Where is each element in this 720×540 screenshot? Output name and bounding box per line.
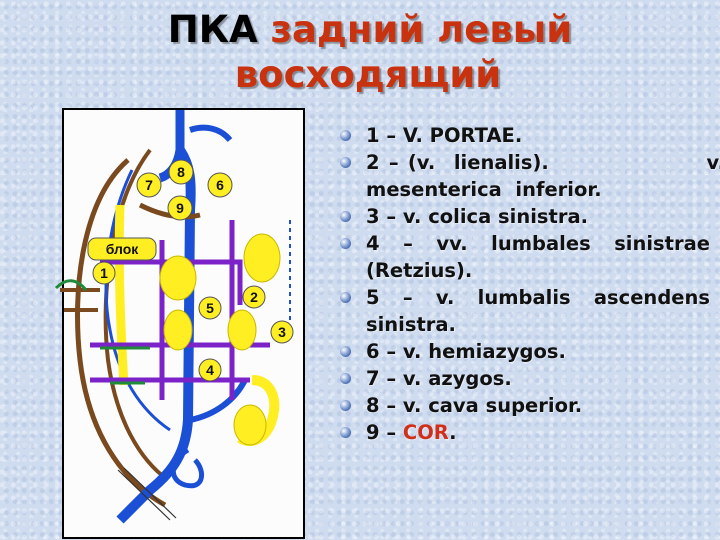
legend-item-9-accent: COR xyxy=(402,421,450,444)
marker-5: 5 xyxy=(198,296,222,320)
left-yellow-vessel xyxy=(114,204,129,386)
marker-1-label: 1 xyxy=(100,265,108,281)
bullet-icon xyxy=(340,211,351,222)
colon-end xyxy=(233,404,267,446)
marker-5-label: 5 xyxy=(206,300,214,316)
marker-9: 9 xyxy=(167,195,193,221)
kidney-right-middle xyxy=(227,309,257,351)
kidney-left-upper xyxy=(159,255,197,301)
legend-list: 1 – V. PORTAE. 2 – (v. lienalis). v. mes… xyxy=(340,122,720,446)
legend-item-8: 8 – v. cava superior. xyxy=(340,392,710,419)
title-description: задний левый xyxy=(270,8,573,51)
marker-3-label: 3 xyxy=(278,324,286,340)
legend-item-6-text: 6 – v. hemiazygos. xyxy=(366,340,566,363)
bullet-icon xyxy=(340,373,351,384)
marker-4-label: 4 xyxy=(206,362,214,378)
catheter-lines xyxy=(117,467,177,521)
slide-title-line-1: ПКА задний левый xyxy=(10,8,720,52)
marker-4: 4 xyxy=(198,358,222,382)
bullet-icon xyxy=(340,427,351,438)
marker-6-label: 6 xyxy=(216,177,224,193)
legend-item-5: 5 – v. lumbalis ascendens sinistra. xyxy=(340,284,710,338)
legend-item-2-text: 2 – (v. lienalis). v. mesenterica inferi… xyxy=(366,151,720,201)
kidney-right-upper xyxy=(243,233,281,283)
legend-item-3-text: 3 – v. colica sinistra. xyxy=(366,205,589,228)
bullet-icon xyxy=(340,130,351,141)
lumbar-vein-upper xyxy=(100,259,243,305)
renal-branch-right xyxy=(189,378,248,423)
portal-vein-outline-inner xyxy=(103,148,170,482)
bullet-icon xyxy=(340,400,351,411)
portal-loop-lower xyxy=(170,447,204,489)
legend-item-1-text: 1 – V. PORTAE. xyxy=(366,124,523,147)
kidney-left-middle xyxy=(163,309,193,351)
portal-vein-outline-outer xyxy=(75,158,167,508)
bullet-icon xyxy=(340,346,351,357)
portal-branch-left xyxy=(60,288,100,312)
marker-2: 2 xyxy=(242,285,266,309)
slide-title-line-2: восходящий xyxy=(234,53,502,96)
marker-9-label: 9 xyxy=(176,200,184,216)
block-label: блок xyxy=(106,241,140,257)
marker-1: 1 xyxy=(92,261,116,285)
legend-item-3: 3 – v. colica sinistra. xyxy=(340,203,710,230)
marker-7: 7 xyxy=(136,172,162,198)
green-anastomosis-1 xyxy=(54,279,88,291)
legend-item-9-suffix: . xyxy=(449,421,457,444)
marker-6: 6 xyxy=(207,172,233,198)
legend-item-2: 2 – (v. lienalis). v. mesenterica inferi… xyxy=(340,149,720,203)
legend-item-6: 6 – v. hemiazygos. xyxy=(340,338,710,365)
marker-2-label: 2 xyxy=(250,289,258,305)
legend-item-1: 1 – V. PORTAE. xyxy=(340,122,710,149)
heart-band xyxy=(138,202,201,220)
marker-8: 8 xyxy=(168,159,194,185)
marker-7-label: 7 xyxy=(145,177,153,193)
bullet-icon xyxy=(340,157,351,168)
legend-item-4: 4 – vv. lumbales sinistrae (Retzius). xyxy=(340,230,710,284)
legend-item-5-text: 5 – v. lumbalis ascendens sinistra. xyxy=(366,286,710,336)
legend-item-4-text: 4 – vv. lumbales sinistrae (Retzius). xyxy=(366,232,710,282)
bullet-icon xyxy=(340,238,351,249)
upper-right-branch xyxy=(189,124,233,143)
legend-item-7: 7 – v. azygos. xyxy=(340,365,710,392)
legend-item-7-text: 7 – v. azygos. xyxy=(366,367,512,390)
block-marker: блок xyxy=(87,237,157,261)
marker-8-label: 8 xyxy=(177,164,185,180)
legend-item-8-text: 8 – v. cava superior. xyxy=(366,394,583,417)
legend-item-9-prefix: 9 – xyxy=(366,421,403,444)
marker-3: 3 xyxy=(270,320,294,344)
title-abbreviation: ПКА xyxy=(167,8,258,51)
bullet-icon xyxy=(340,292,351,303)
legend-item-9: 9 – COR. xyxy=(340,419,710,446)
